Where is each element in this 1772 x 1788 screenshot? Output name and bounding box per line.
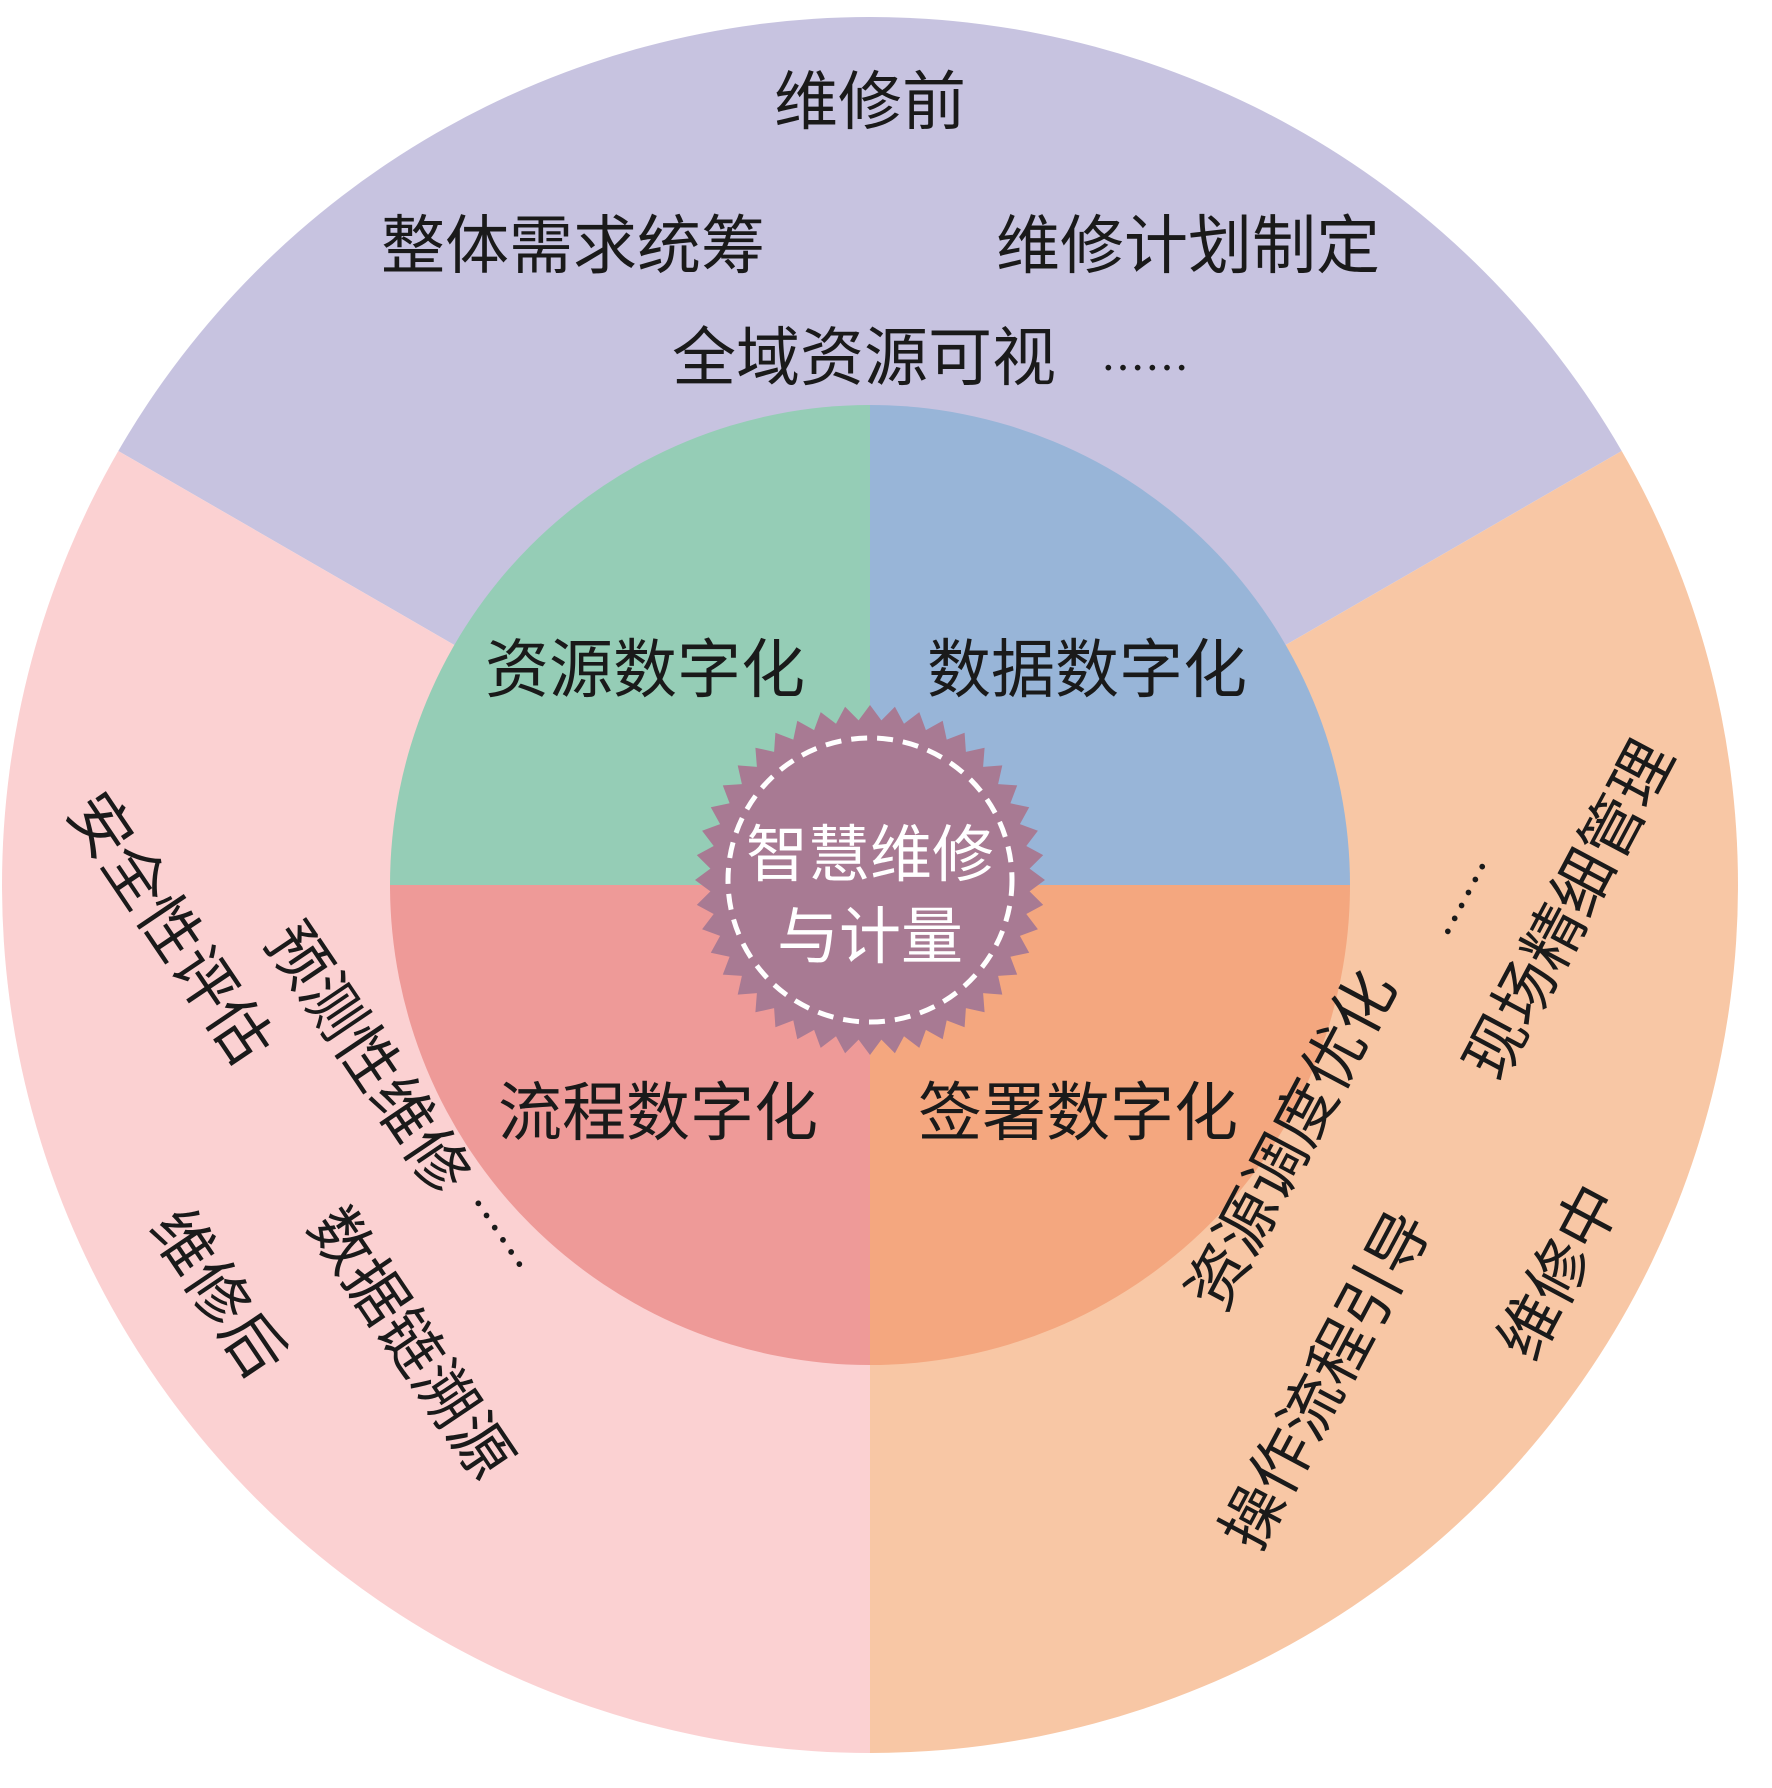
inner-sign-label: 签署数字化	[918, 1077, 1238, 1151]
center-title-line2: 与计量	[777, 900, 963, 973]
outer-before-item: 维修计划制定	[996, 210, 1380, 284]
center-title-line1: 智慧维修	[746, 818, 994, 891]
inner-process-label: 流程数字化	[498, 1077, 818, 1151]
outer-before-item: 整体需求统筹	[381, 210, 765, 284]
center-seal-badge	[695, 705, 1045, 1055]
inner-quadrant-resource	[390, 405, 870, 885]
outer-before-item: 全域资源可视	[672, 322, 1056, 396]
inner-quadrant-data	[870, 405, 1350, 885]
inner-data-label: 数据数字化	[927, 634, 1247, 708]
outer-before-title: 维修前	[774, 66, 966, 140]
inner-resource-label: 资源数字化	[485, 634, 805, 708]
inner-quadrant-process	[390, 885, 870, 1365]
inner-quadrant-sign	[870, 885, 1350, 1365]
outer-before-ellipsis: ……	[1101, 330, 1189, 381]
center-dashed-ring	[725, 735, 1015, 1025]
